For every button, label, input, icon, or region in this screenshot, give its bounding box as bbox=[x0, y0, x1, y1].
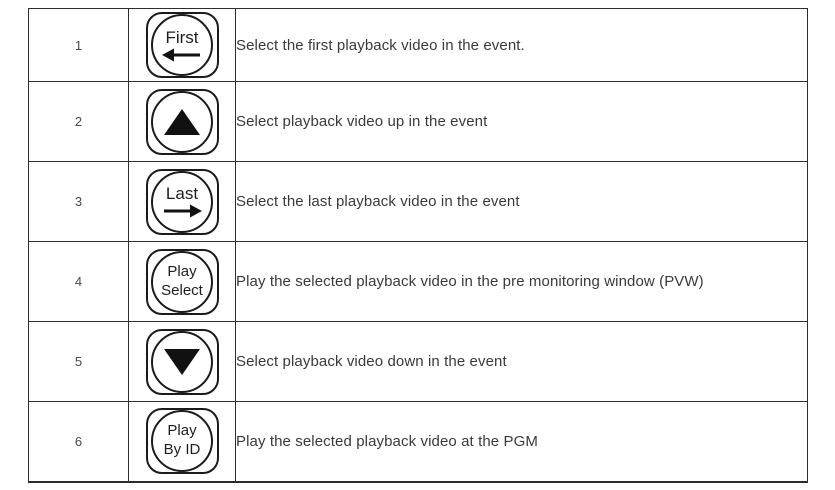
table-row: 2 Select playback video up in the event bbox=[28, 81, 808, 162]
table-row: 5 Select playback video down in the event bbox=[28, 321, 808, 402]
last-button[interactable]: Last bbox=[145, 168, 219, 235]
description-text: Select playback video up in the event bbox=[236, 113, 488, 130]
button-cell: Last bbox=[128, 161, 236, 242]
description-cell: Select playback video up in the event bbox=[235, 81, 808, 162]
row-number: 5 bbox=[74, 354, 83, 369]
description-cell: Select playback video down in the event bbox=[235, 321, 808, 402]
description-cell: Play the selected playback video at the … bbox=[235, 401, 808, 483]
button-cell bbox=[128, 81, 236, 162]
table-body: 1 First Select the first playback video in… bbox=[28, 8, 808, 483]
select-up-button-face bbox=[151, 90, 213, 153]
button-label-line: By ID bbox=[163, 441, 201, 459]
description-text: Select the first playback video in the e… bbox=[236, 36, 525, 54]
button-label-line: Select bbox=[161, 281, 203, 299]
left-arrow-icon bbox=[162, 48, 200, 61]
button-label-line: Play bbox=[167, 422, 197, 440]
select-down-button-face bbox=[151, 330, 213, 393]
button-cell: First bbox=[128, 8, 236, 82]
table-row: 3 Last Select the last playback video in t… bbox=[28, 161, 808, 242]
row-number: 4 bbox=[74, 274, 83, 289]
row-number-cell: 5 bbox=[28, 321, 129, 402]
description-cell: Select the last playback video in the ev… bbox=[235, 161, 808, 242]
row-number: 1 bbox=[74, 37, 83, 53]
up-triangle-icon bbox=[164, 108, 200, 135]
row-number-cell: 1 bbox=[28, 8, 129, 82]
down-triangle-icon bbox=[164, 348, 200, 375]
first-button-face: First bbox=[151, 14, 213, 76]
row-number: 2 bbox=[74, 114, 83, 129]
row-number: 3 bbox=[74, 194, 83, 209]
first-button[interactable]: First bbox=[145, 12, 219, 78]
description-cell: Play the selected playback video in the … bbox=[235, 241, 808, 322]
last-button-face: Last bbox=[151, 170, 213, 233]
playback-controls-table: 1 First Select the first playback video in… bbox=[28, 8, 808, 483]
description-text: Play the selected playback video at the … bbox=[236, 432, 538, 450]
description-text: Play the selected playback video in the … bbox=[236, 273, 704, 290]
button-label: Last bbox=[165, 184, 199, 203]
select-up-button[interactable] bbox=[145, 88, 219, 155]
row-number-cell: 4 bbox=[28, 241, 129, 322]
row-number-cell: 6 bbox=[28, 401, 129, 483]
row-number-cell: 2 bbox=[28, 81, 129, 162]
button-cell bbox=[128, 321, 236, 402]
row-number-cell: 3 bbox=[28, 161, 129, 242]
table-row: 1 First Select the first playback video in… bbox=[28, 8, 808, 82]
description-text: Select playback video down in the event bbox=[236, 353, 507, 370]
button-label-line: Play bbox=[167, 262, 197, 280]
description-text: Select the last playback video in the ev… bbox=[236, 193, 520, 210]
right-arrow-icon bbox=[164, 204, 202, 218]
button-label: First bbox=[165, 27, 199, 47]
select-down-button[interactable] bbox=[145, 328, 219, 395]
row-number: 6 bbox=[74, 433, 83, 449]
description-cell: Select the first playback video in the e… bbox=[235, 8, 808, 82]
